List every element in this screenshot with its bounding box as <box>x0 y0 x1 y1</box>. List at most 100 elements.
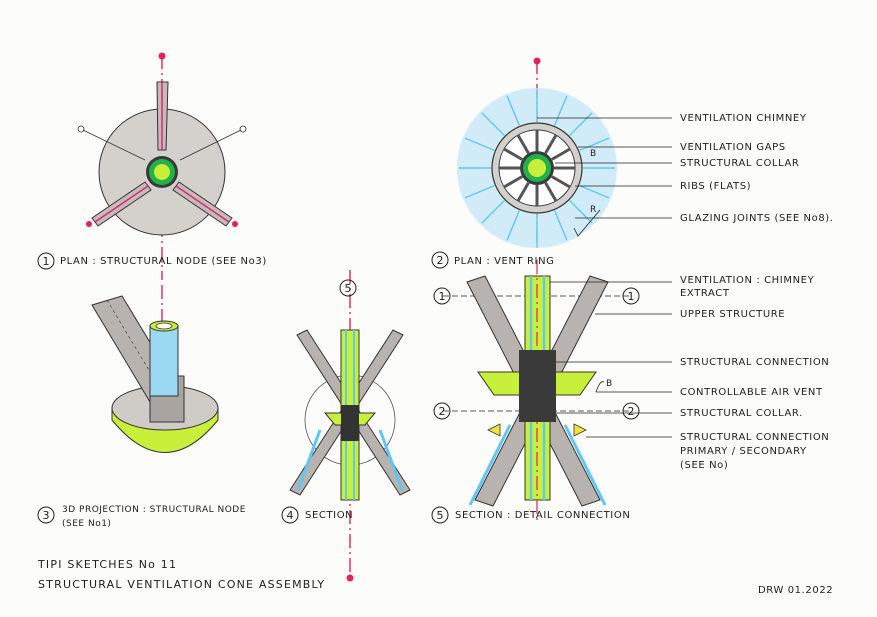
callout-glazing-joints: GLAZING JOINTS (SEE No8). <box>680 213 834 224</box>
marker-2-left-circle <box>433 402 451 420</box>
view1-axis-end-top <box>158 52 166 60</box>
rib <box>503 147 524 161</box>
view3-chimney-opening <box>155 322 173 330</box>
view1-number: 1 <box>43 255 50 268</box>
view1-plan-structural-node <box>77 52 247 280</box>
section-marker-top-circle <box>339 279 357 297</box>
callout-structural-connection: STRUCTURAL CONNECTION <box>680 357 829 368</box>
glazing-ray <box>481 112 505 136</box>
marker-1-left-circle <box>433 287 451 305</box>
glazing-ray <box>481 200 505 224</box>
view1-arm-right-line <box>175 185 230 223</box>
callout-structural-collar: STRUCTURAL COLLAR <box>680 158 799 169</box>
view2-mark-r: R <box>590 205 597 215</box>
callout-connection-ps-l1: STRUCTURAL CONNECTION <box>680 432 829 443</box>
view5-caption: SECTION : DETAIL CONNECTION <box>455 510 630 521</box>
glazing-ray <box>506 95 521 126</box>
view4-number-circle <box>281 506 299 524</box>
view1-arm-left-line <box>94 185 149 223</box>
view1-end-left <box>86 221 92 227</box>
view4-caption: SECTION <box>305 510 353 521</box>
callout-connection-ps-l3: (SEE No) <box>680 460 728 471</box>
view2-mark-b: B <box>590 149 597 159</box>
callout-connection-ps-l2: PRIMARY / SECONDARY <box>680 446 807 457</box>
view3-3d-projection <box>91 285 219 453</box>
glazing-ray <box>569 112 593 136</box>
marker-2-left: 2 <box>439 405 446 418</box>
view2-number-circle <box>431 251 449 269</box>
rib <box>550 175 571 189</box>
glazing-ray <box>464 137 495 152</box>
section-mark-b: B <box>606 379 613 389</box>
view4-section <box>289 270 411 582</box>
view5-glazing-left <box>468 424 512 506</box>
marker-1-right-circle <box>622 287 640 305</box>
view2-glazing-rays <box>459 90 615 246</box>
callout-vent-chimney: VENTILATION CHIMNEY <box>680 113 807 124</box>
view3-chimney <box>149 325 179 397</box>
view3-arm-line <box>106 299 166 398</box>
view1-node-right <box>239 125 247 133</box>
leader-b-arc <box>595 381 605 393</box>
view4-collar <box>341 405 359 441</box>
view4-glazing-left <box>296 429 322 491</box>
view5-glazing-right <box>563 424 607 506</box>
callout-air-vent: CONTROLLABLE AIR VENT <box>680 387 823 398</box>
marker-1-right: 1 <box>628 290 635 303</box>
view1-node-left <box>77 125 85 133</box>
view5-connection-left <box>487 423 501 437</box>
view3-caption-line2: (SEE No1) <box>62 519 111 529</box>
view2-ribs <box>499 130 575 206</box>
glazing-ray <box>553 95 568 126</box>
leader-glazing-arrow <box>573 209 601 237</box>
rib <box>516 181 530 202</box>
view3-caption-line1: 3D PROJECTION : STRUCTURAL NODE <box>62 505 246 515</box>
view3-number: 3 <box>43 509 50 522</box>
view1-end-right <box>232 221 238 227</box>
view5-collar <box>519 350 556 422</box>
sheet-title-line1: TIPI SKETCHES No 11 <box>37 558 177 571</box>
view4-axis-end-bottom <box>346 574 354 582</box>
glazing-ray <box>553 210 568 241</box>
view4-glazing-right <box>378 429 404 491</box>
callout-upper-structure: UPPER STRUCTURE <box>680 309 785 320</box>
view2-number: 2 <box>437 254 444 267</box>
callout-ribs: RIBS (FLATS) <box>680 181 751 192</box>
view2-plan-vent-ring: B R <box>457 57 672 250</box>
view2-caption: PLAN : VENT RING <box>454 256 555 267</box>
marker-1-left: 1 <box>439 290 446 303</box>
sheet-title-line2: STRUCTURAL VENTILATION CONE ASSEMBLY <box>38 578 325 591</box>
glazing-ray <box>579 184 610 199</box>
view5-connection-right <box>573 423 587 437</box>
glazing-ray <box>506 210 521 241</box>
callout-chimney-extract-l2: EXTRACT <box>680 288 730 299</box>
view5-section-detail: B <box>443 260 672 520</box>
view2-chimney-core <box>528 159 546 177</box>
rib <box>503 175 524 189</box>
view1-leader-right <box>179 129 242 161</box>
marker-2-right-circle <box>622 402 640 420</box>
view4-number: 4 <box>287 509 294 522</box>
view5-number-circle <box>431 506 449 524</box>
rib <box>544 181 558 202</box>
view1-chimney-core <box>154 164 170 180</box>
callout-vent-gaps: VENTILATION GAPS <box>680 142 786 153</box>
view2-axis-end-top <box>533 57 541 65</box>
view1-number-circle <box>37 252 55 270</box>
glazing-ray <box>464 184 495 199</box>
view3-number-circle <box>37 506 55 524</box>
rib <box>544 134 558 155</box>
section-marker-top: 5 <box>345 282 352 295</box>
glazing-ray <box>569 200 593 224</box>
callout-collar: STRUCTURAL COLLAR. <box>680 408 803 419</box>
view1-leader-left <box>82 129 146 161</box>
rib <box>516 134 530 155</box>
signature: DRW 01.2022 <box>758 585 833 596</box>
glazing-ray <box>579 137 610 152</box>
callout-chimney-extract-l1: VENTILATION : CHIMNEY <box>680 275 815 286</box>
view5-number: 5 <box>437 509 444 522</box>
marker-2-right: 2 <box>628 405 635 418</box>
view1-caption: PLAN : STRUCTURAL NODE (SEE No3) <box>60 256 267 267</box>
